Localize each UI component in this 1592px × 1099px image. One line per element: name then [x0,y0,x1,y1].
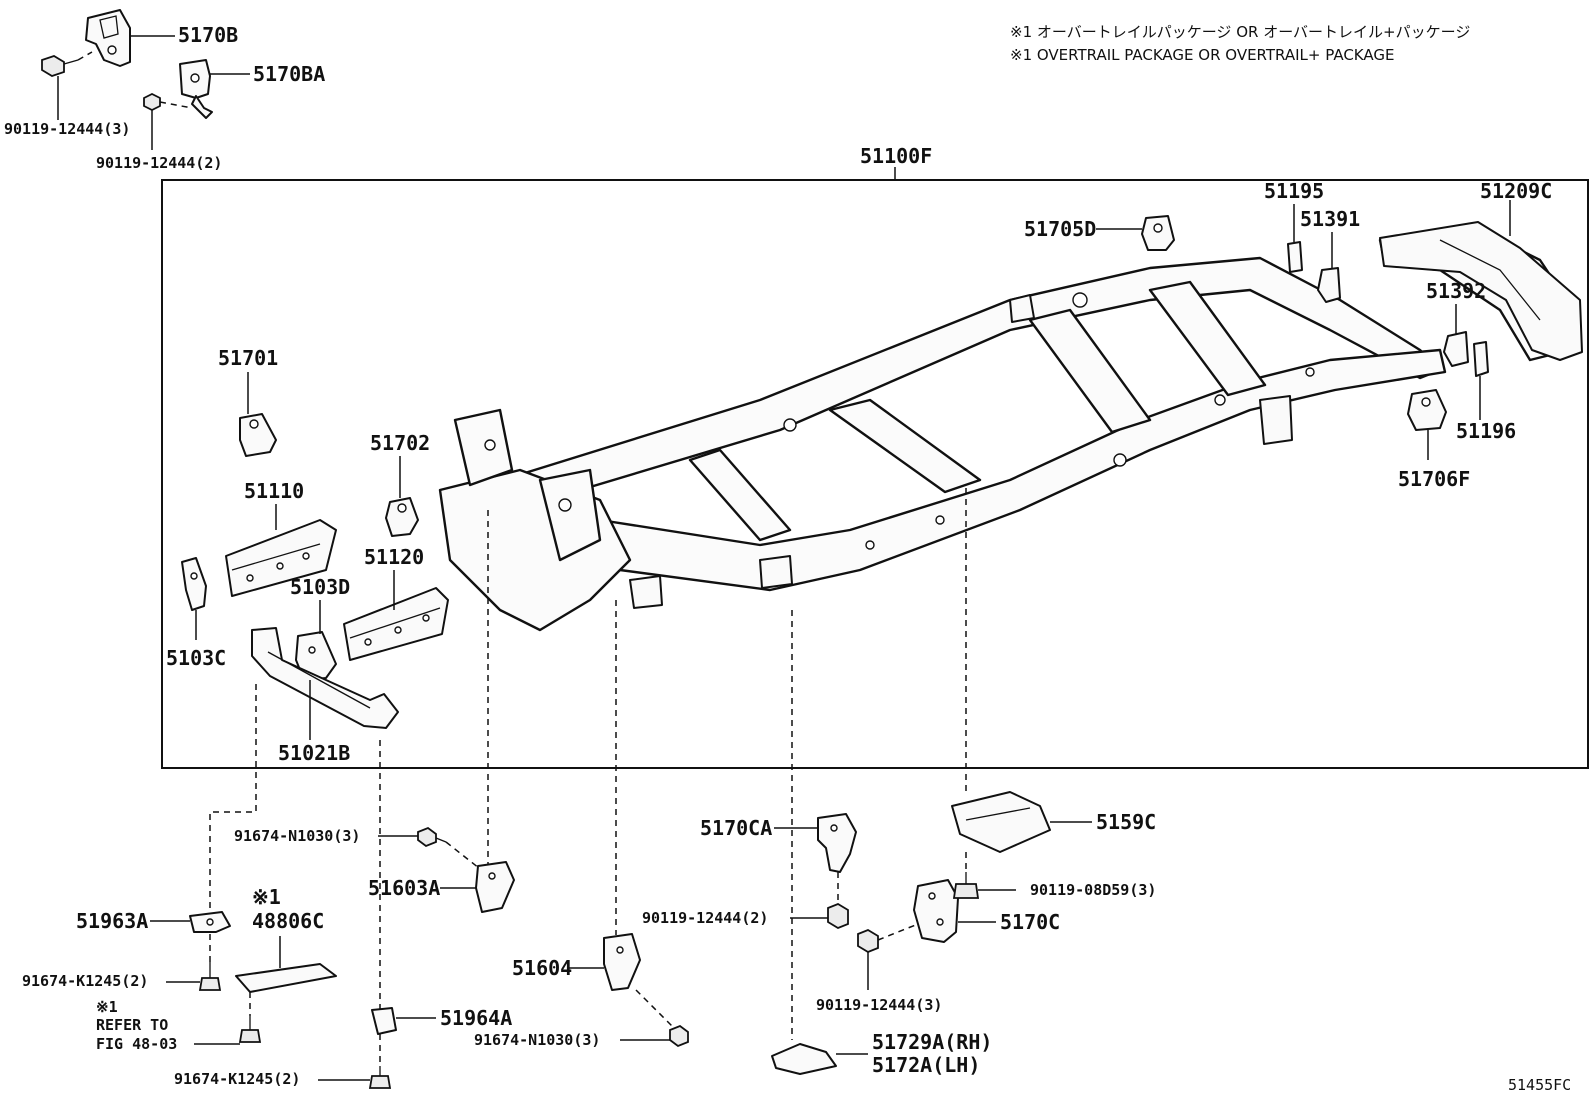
dash-mid-3 [877,923,919,941]
label-bolt-mid-3[interactable]: 90119-12444(3) [816,996,942,1014]
label-51702[interactable]: 51702 [370,431,430,455]
bolt-icon [143,92,161,112]
bracket-51391 [1317,267,1341,303]
label-bolt-top-3[interactable]: 90119-12444(3) [4,120,130,138]
label-51705D[interactable]: 51705D [1024,217,1096,241]
skid-plate-48806C [235,963,337,993]
label-5103D[interactable]: 5103D [290,575,350,599]
ladder-frame [438,223,1582,632]
label-5159C[interactable]: 5159C [1096,810,1156,834]
dash-5170BA-bolt [159,101,193,109]
dash-n1030-a [445,841,485,873]
label-5170C[interactable]: 5170C [1000,910,1060,934]
dash-to-51963A [209,684,257,920]
label-note-mark: ※1 [252,885,281,909]
bracket-5170BA [179,59,213,119]
label-51701[interactable]: 51701 [218,346,278,370]
label-5103C[interactable]: 5103C [166,646,226,670]
mount-51702 [385,497,419,537]
mount-51706F [1407,389,1447,431]
dash-n1030-b [635,989,677,1031]
bracket-5170CA [817,813,857,873]
label-51604[interactable]: 51604 [512,956,572,980]
cover-51729A [771,1043,837,1075]
bolt-icon [41,55,79,77]
label-48806C[interactable]: 48806C [252,909,324,933]
label-bolt-top-2[interactable]: 90119-12444(2) [96,154,222,172]
label-bolt-n1030-a[interactable]: 91674-N1030(3) [234,827,360,845]
label-bolt-k1245-a[interactable]: 91674-K1245(2) [22,972,148,990]
mount-51705D [1141,215,1175,251]
label-51196[interactable]: 51196 [1456,419,1516,443]
label-51209C[interactable]: 51209C [1480,179,1552,203]
label-51110[interactable]: 51110 [244,479,304,503]
label-51392[interactable]: 51392 [1426,279,1486,303]
bracket-51604 [603,933,641,991]
note-english: ※1 OVERTRAIL PACKAGE OR OVERTRAIL+ PACKA… [1010,46,1394,64]
label-51195[interactable]: 51195 [1264,179,1324,203]
label-51021B[interactable]: 51021B [278,741,350,765]
clip-51964A [371,1007,397,1035]
label-refer-mark: ※1 [96,998,118,1016]
bracket-51603A [475,861,515,913]
frame-assembly-box [161,179,1589,769]
label-51100F[interactable]: 51100F [860,144,932,168]
bolt-icon [417,826,447,848]
label-51120[interactable]: 51120 [364,545,424,569]
bolt-icon [827,902,849,930]
clip-51963A [189,911,231,933]
label-bolt-mid-2[interactable]: 90119-12444(2) [642,909,768,927]
label-51964A[interactable]: 51964A [440,1006,512,1030]
note-japanese: ※1 オーバートレイルパッケージ OR オーバートレイル+パッケージ [1010,23,1470,41]
bolt-icon [952,872,980,899]
label-51391[interactable]: 51391 [1300,207,1360,231]
dash-5170B-bolt [77,51,93,61]
bracket-5103C [181,557,207,611]
label-refer-line1[interactable]: REFER TO [96,1016,168,1034]
bolt-icon [857,928,879,954]
label-bolt-k1245-b[interactable]: 91674-K1245(2) [174,1070,300,1088]
bracket-51120 [343,587,449,661]
label-bolt-n1030-b[interactable]: 91674-N1030(3) [474,1031,600,1049]
label-51603A[interactable]: 51603A [368,876,440,900]
bolt-icon [238,1016,262,1043]
bracket-5170B [85,9,131,67]
bracket-51110 [225,519,337,597]
label-refer-line2[interactable]: FIG 48-03 [96,1035,177,1053]
label-5170CA[interactable]: 5170CA [700,816,772,840]
figure-code: 51455FC [1508,1076,1571,1094]
plug-51195 [1287,241,1303,273]
label-51729A[interactable]: 51729A(RH) [872,1030,992,1054]
label-5170BA[interactable]: 5170BA [253,62,325,86]
mount-51701 [239,413,277,457]
label-5170B[interactable]: 5170B [178,23,238,47]
label-51706F[interactable]: 51706F [1398,467,1470,491]
bracket-5103D [295,631,337,681]
crossmember-51021B [251,627,399,729]
bolt-icon [669,1024,689,1048]
shield-5159C [951,791,1051,853]
bolt-icon [368,1066,392,1089]
bracket-5170C [913,879,959,943]
rear-crossmember-51209C [1379,221,1583,361]
bolt-icon [198,962,222,991]
label-5172A[interactable]: 5172A(LH) [872,1053,980,1077]
bracket-51196 [1473,341,1489,377]
bracket-51392 [1443,331,1469,367]
label-51963A[interactable]: 51963A [76,909,148,933]
label-bolt-08d59[interactable]: 90119-08D59(3) [1030,881,1156,899]
